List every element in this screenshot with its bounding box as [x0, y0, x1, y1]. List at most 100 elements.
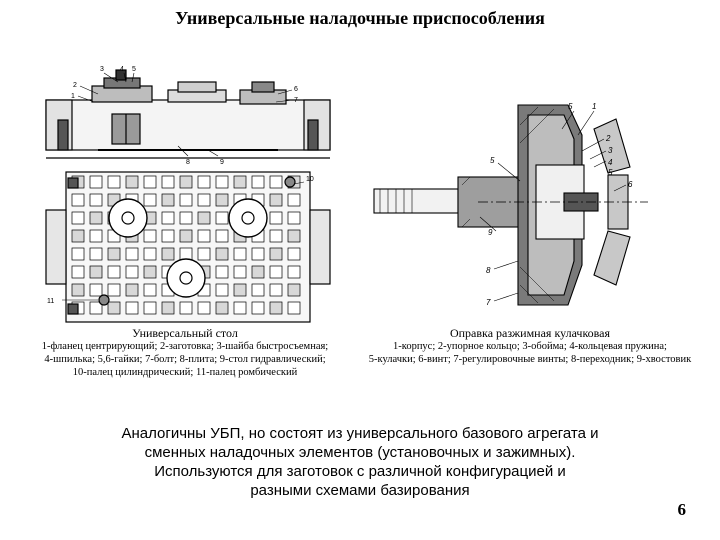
grid-block [71, 265, 85, 279]
grid-block [215, 193, 229, 207]
universal-table-drawing: 3 4 5 2 1 6 7 8 9 10 11 [45, 66, 331, 323]
universal-table-caption: Универсальный стол 1-фланец центрирующий… [30, 326, 340, 379]
grid-block [89, 229, 103, 243]
grid-block [233, 247, 247, 261]
grid-block [71, 229, 85, 243]
grid-block [161, 247, 175, 261]
grid-block [269, 283, 283, 297]
grid-block [233, 265, 247, 279]
callout-8: 8 [186, 159, 190, 166]
callout-1: 1 [592, 102, 596, 111]
callout-10: 10 [306, 176, 314, 183]
grid-block [89, 247, 103, 261]
grid-block [197, 301, 211, 315]
grid-block [161, 301, 175, 315]
grid-block [215, 175, 229, 189]
grid-block [197, 175, 211, 189]
callout-11: 11 [47, 298, 54, 305]
grid-block [143, 247, 157, 261]
body-line: Используются для заготовок с различной к… [154, 463, 566, 480]
grid-block [215, 265, 229, 279]
plan-view [45, 171, 331, 323]
callout-2: 2 [605, 134, 611, 143]
grid-block [269, 247, 283, 261]
grid-block [251, 175, 265, 189]
grid-block [215, 283, 229, 297]
mandrel-body [373, 104, 648, 306]
grid-block [197, 193, 211, 207]
grid-block [143, 283, 157, 297]
callout-3: 3 [608, 146, 613, 155]
grid-block [215, 211, 229, 225]
front-view-callouts [77, 72, 293, 157]
grid-block [287, 265, 301, 279]
grid-block [269, 175, 283, 189]
mandrel-hatch [461, 106, 555, 304]
callout-5a: 5 [568, 102, 573, 111]
callout-2: 2 [73, 82, 77, 89]
cam-mandrel-caption-title: Оправка разжимная кулачковая [449, 326, 611, 340]
callout-9: 9 [220, 159, 224, 166]
grid-block [125, 175, 139, 189]
grid-block [269, 211, 283, 225]
caption-line: 1-фланец центрирующий; 2-заготовка; 3-ша… [41, 341, 329, 352]
grid-block [89, 265, 103, 279]
grid-block [143, 229, 157, 243]
grid-block [233, 301, 247, 315]
grid-block [233, 283, 247, 297]
page-number: 6 [677, 500, 687, 519]
grid-block [287, 247, 301, 261]
grid-block [143, 265, 157, 279]
grid-block [251, 247, 265, 261]
grid-block [107, 301, 121, 315]
grid-block [179, 193, 193, 207]
front-view [45, 69, 331, 159]
page-title: Универсальные наладочные приспособления [175, 8, 545, 28]
grid-block [215, 229, 229, 243]
callout-7: 7 [294, 97, 298, 104]
caption-line: 1-корпус; 2-упорное кольцо; 3-обойма; 4-… [393, 341, 667, 352]
grid-block [71, 211, 85, 225]
grid-block [179, 229, 193, 243]
callout-9: 9 [488, 228, 493, 237]
callout-8: 8 [486, 266, 491, 275]
body-line: разными схемами базирования [250, 482, 470, 499]
grid-block [125, 301, 139, 315]
grid-block [125, 265, 139, 279]
grid-block [161, 211, 175, 225]
grid-block [107, 247, 121, 261]
grid-block [197, 211, 211, 225]
grid-block [251, 265, 265, 279]
cam-mandrel-drawing: 5 1 2 3 4 5 6 5 9 8 7 [373, 102, 648, 307]
callout-5: 5 [132, 66, 136, 73]
grid-block [89, 193, 103, 207]
grid-block [197, 247, 211, 261]
grid-block [269, 265, 283, 279]
grid-block [143, 175, 157, 189]
caption-line: 5-кулачки; 6-винт; 7-регулировочные винт… [368, 354, 692, 365]
grid-block [161, 229, 175, 243]
callout-1: 1 [71, 93, 75, 100]
callout-3: 3 [100, 66, 104, 73]
caption-line: 4-шпилька; 5,6-гайки; 7-болт; 8-плита; 9… [44, 354, 326, 365]
callout-5c: 5 [490, 156, 495, 165]
grid-block [179, 301, 193, 315]
caption-line: 10-палец цилиндрический; 11-палец ромбич… [72, 367, 298, 378]
callout-5b: 5 [608, 168, 613, 177]
callout-4: 4 [120, 66, 124, 73]
grid-block [251, 301, 265, 315]
mandrel-labels: 5 1 2 3 4 5 6 5 9 8 7 [486, 102, 633, 307]
grid-block [71, 283, 85, 297]
grid-block [197, 229, 211, 243]
grid-block [161, 193, 175, 207]
mandrel-callouts [479, 110, 627, 302]
grid-block [89, 301, 103, 315]
grid-block [71, 193, 85, 207]
grid-block [89, 283, 103, 297]
grid-block [161, 175, 175, 189]
grid-block [287, 193, 301, 207]
grid-block [287, 283, 301, 297]
grid-block [251, 283, 265, 297]
grid-block [125, 283, 139, 297]
grid-block [233, 175, 247, 189]
